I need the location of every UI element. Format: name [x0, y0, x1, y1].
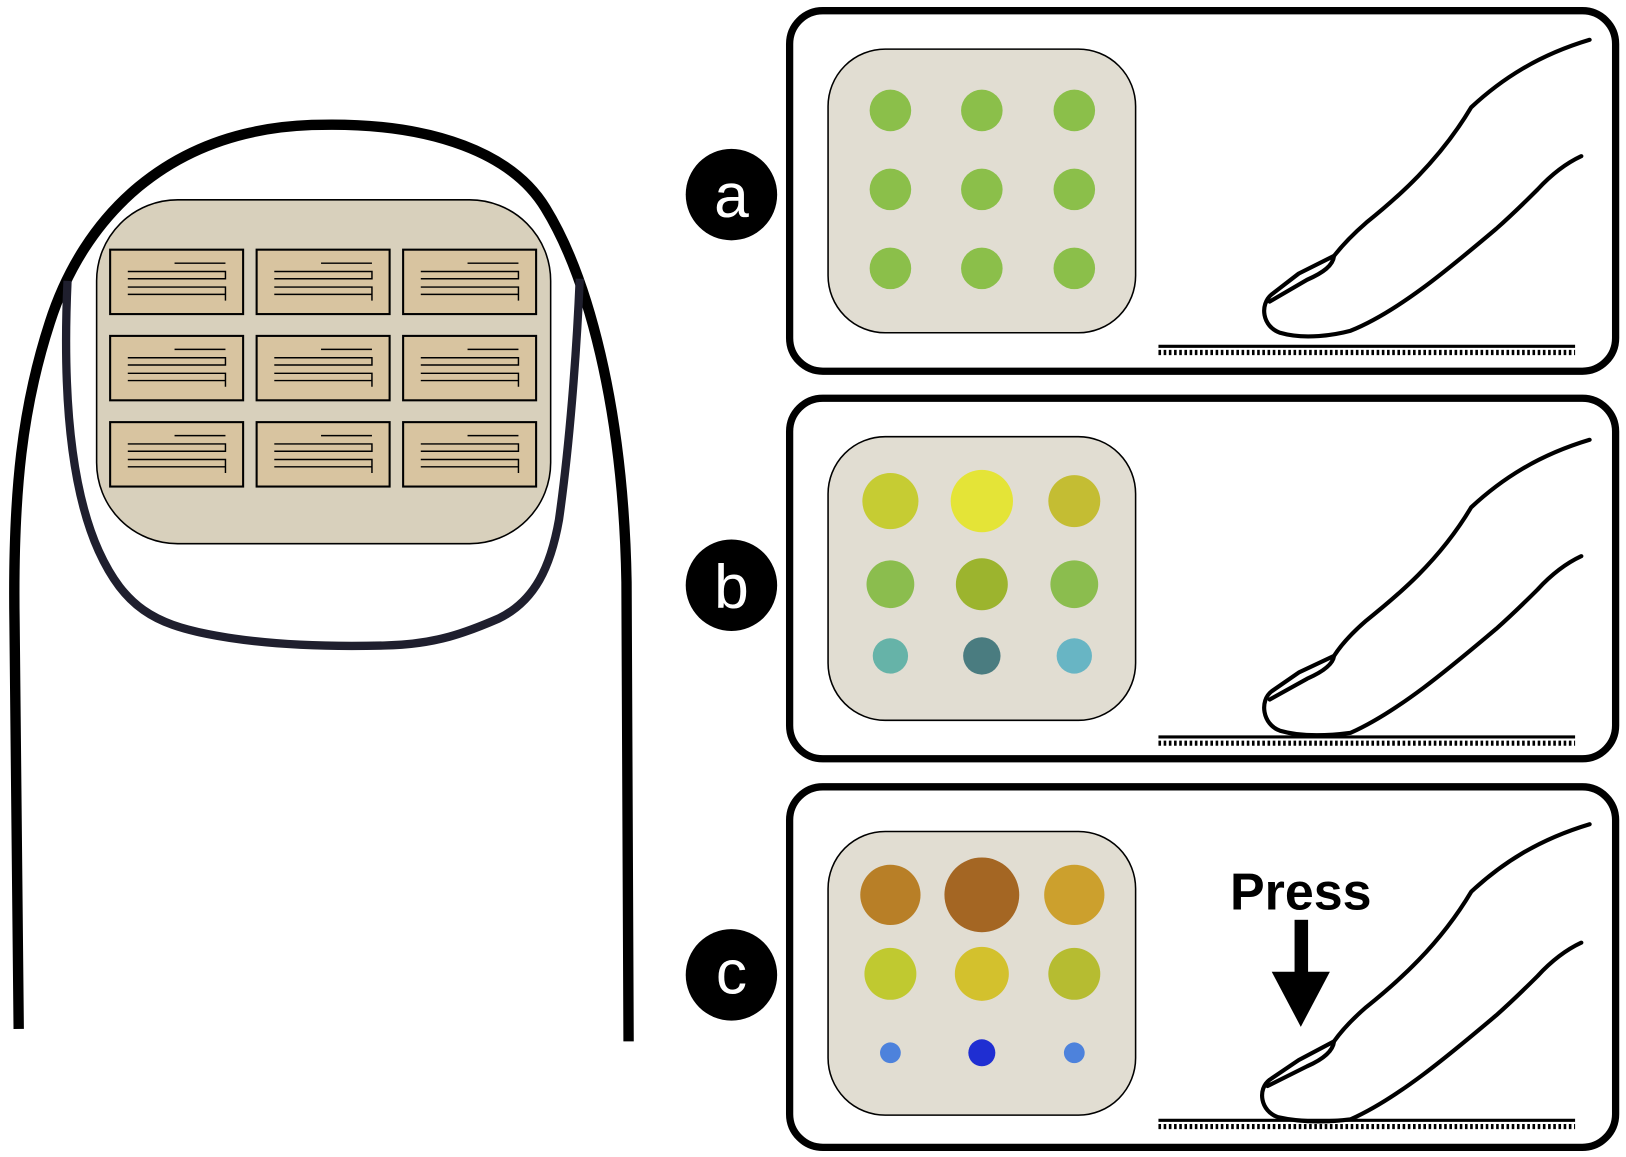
sensor-dot: [869, 247, 912, 290]
finger-outline: [9, 119, 634, 1042]
electrode-cell: [109, 421, 245, 488]
sensor-dot: [1053, 89, 1096, 132]
panel-label-badge: [685, 539, 778, 631]
sensor-dot: [1050, 560, 1099, 609]
electrode-cell: [109, 334, 245, 402]
press-label: Press: [1230, 863, 1372, 921]
sensor-dot: [1053, 247, 1096, 290]
sensor-dot: [961, 247, 1003, 290]
sensor-dot: [866, 560, 915, 609]
sensor-dot: [1044, 864, 1105, 925]
fingernail-side-view: [1267, 653, 1337, 702]
finger-side-view: [1262, 437, 1592, 738]
electrode-cell: [402, 248, 538, 316]
sensor-dot: [864, 947, 917, 1000]
electrode-trace: [420, 434, 520, 474]
panel-label: a: [714, 162, 749, 231]
sensor-dot: [954, 946, 1009, 1001]
electrode-trace: [274, 262, 373, 301]
electrode-cell: [255, 248, 391, 316]
electrode-trace: [274, 434, 373, 474]
electrode-cell: [255, 421, 391, 488]
panel-c: c Press: [685, 783, 1620, 1151]
panel-a: a: [685, 7, 1620, 375]
panel-b: b: [685, 394, 1620, 763]
finger-illustration: [9, 119, 634, 1042]
sensor-dot: [968, 1039, 996, 1067]
sensor-dot: [1056, 638, 1092, 674]
electrode-trace: [420, 348, 520, 387]
fingernail-side-view: [1267, 253, 1337, 304]
sensor-dot-grid: [869, 89, 1096, 290]
electrode-trace: [127, 434, 227, 474]
sensor-dot: [1053, 168, 1096, 211]
electrode-trace: [274, 348, 373, 387]
panel-label: b: [714, 553, 749, 622]
sensor-dot: [880, 1042, 901, 1064]
electrode-cell: [402, 334, 538, 402]
sensor-dot-grid: [862, 469, 1101, 675]
sensor-dot: [963, 637, 1001, 675]
electrode-cell: [402, 421, 538, 488]
sensor-dot: [860, 864, 921, 925]
press-arrow-icon: [1271, 919, 1330, 1027]
sensor-dot: [944, 857, 1020, 933]
sensor-dot: [950, 469, 1014, 533]
sensor-dot: [869, 168, 912, 211]
electrode-cell: [255, 334, 391, 402]
fingernail-outline: [61, 278, 584, 651]
panel-label-badge: [685, 148, 778, 241]
finger-side-view: [1260, 822, 1592, 1124]
electrode-cell: [109, 248, 245, 316]
sensor-dot: [961, 89, 1003, 132]
electrode-trace: [420, 262, 520, 301]
sensor-dot: [869, 89, 912, 132]
electrode-trace: [127, 262, 227, 301]
panel-label-badge: [685, 929, 778, 1021]
panel-label: c: [716, 938, 747, 1007]
sensor-dot: [862, 473, 919, 530]
sensor-dot: [1063, 1042, 1085, 1064]
fingernail-side-view: [1265, 1039, 1337, 1089]
finger-side-view: [1262, 37, 1592, 339]
sensor-dot: [1048, 947, 1101, 1000]
electrode-trace: [127, 348, 227, 387]
sensor-dot: [955, 558, 1008, 611]
electrode-array: [109, 248, 538, 488]
sensor-dot-grid: [860, 857, 1105, 1067]
sensor-dot: [961, 168, 1003, 211]
sensor-dot: [1048, 475, 1101, 528]
sensor-dot: [872, 638, 909, 674]
